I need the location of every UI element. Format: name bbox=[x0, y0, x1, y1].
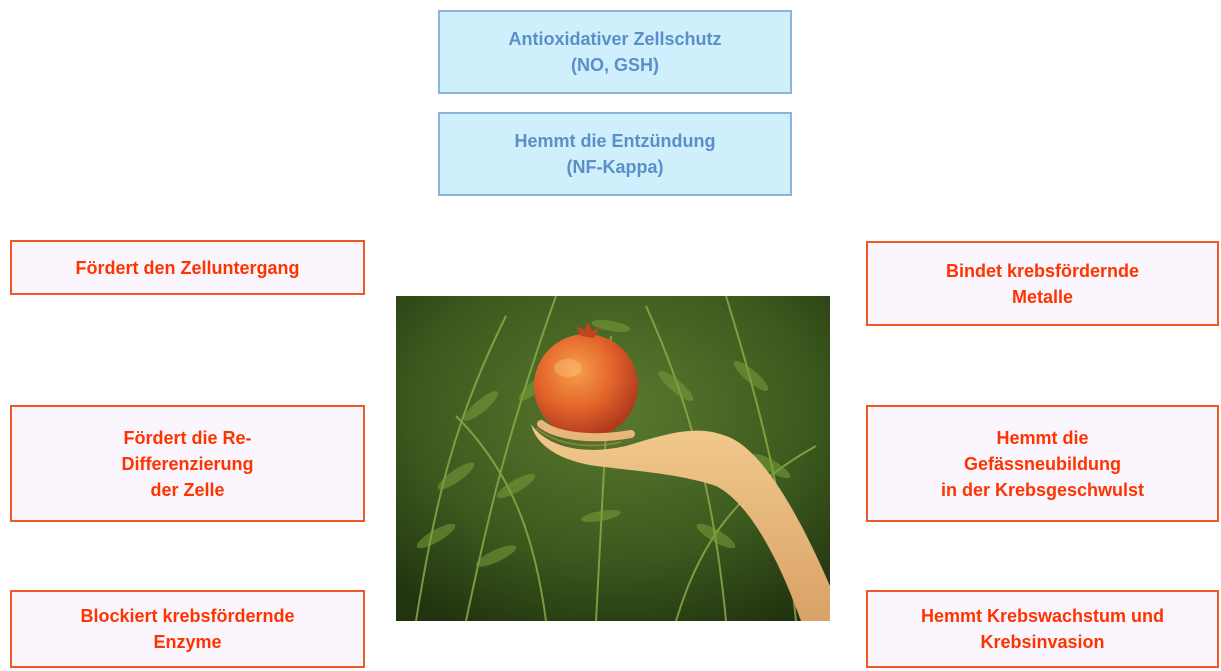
enzyme-block-box: Blockiert krebsfördernde Enzyme bbox=[10, 590, 365, 668]
cell-death-box: Fördert den Zelluntergang bbox=[10, 240, 365, 295]
angiogenesis-box: Hemmt die Gefässneubildung in der Krebsg… bbox=[866, 405, 1219, 522]
pomegranate-in-hand-photo bbox=[396, 296, 830, 621]
tumor-growth-box: Hemmt Krebswachstum und Krebsinvasion bbox=[866, 590, 1219, 668]
anti-inflammation-box: Hemmt die Entzündung (NF-Kappa) bbox=[438, 112, 792, 196]
antioxidant-box: Antioxidativer Zellschutz (NO, GSH) bbox=[438, 10, 792, 94]
redifferentiation-box: Fördert die Re- Differenzierung der Zell… bbox=[10, 405, 365, 522]
metal-binding-box: Bindet krebsfördernde Metalle bbox=[866, 241, 1219, 326]
